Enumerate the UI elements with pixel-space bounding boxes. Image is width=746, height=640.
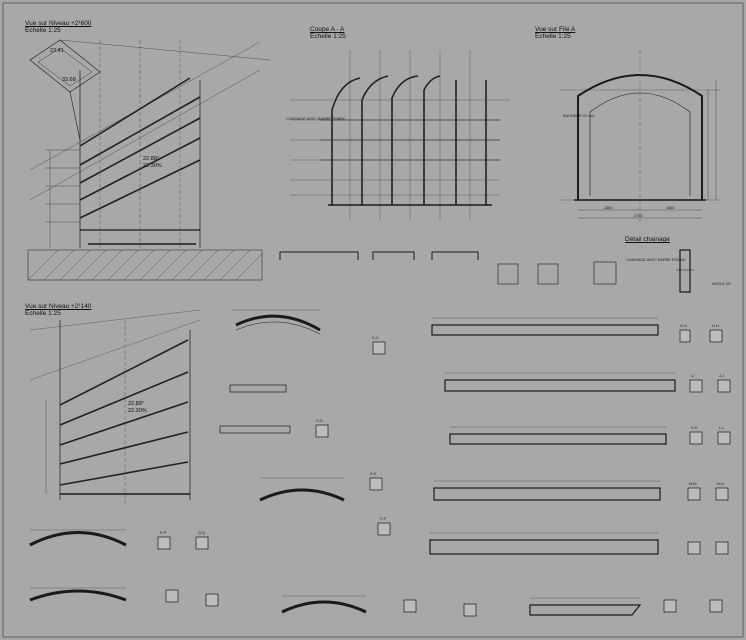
- small-section-details: [157, 329, 731, 617]
- section-scale: Echelle 1:25: [310, 33, 346, 41]
- front-title-block: Vue sur File A Echelle 1:25: [535, 26, 575, 40]
- section-marker: E-E: [370, 472, 377, 476]
- section-marker: N-N: [717, 482, 724, 486]
- detail-row-stirrups: [279, 249, 694, 293]
- plan-top-title: Vue sur Niveau +2¹600: [25, 20, 92, 27]
- plan-top-dim-a: 23.41: [50, 48, 64, 54]
- section-marker: H-H: [712, 324, 719, 328]
- front-dim-total: 3760: [634, 214, 643, 218]
- detail-title-block: Détail chainage: [625, 236, 670, 243]
- section-marker: F-F: [380, 517, 386, 521]
- straight-bars: [219, 324, 676, 616]
- front-scale: Echelle 1:25: [535, 33, 571, 41]
- plan-bottom-slope-pct: 22.30%: [128, 408, 147, 414]
- detail-title: Détail chainage: [625, 236, 670, 243]
- plan-bottom-scale: Echelle 1:25: [25, 310, 61, 318]
- plan-top-slope-deg: 22.88°: [143, 156, 159, 162]
- section-view-aa: [290, 50, 510, 220]
- front-view-file-a: [560, 50, 720, 225]
- plan-top-dim-b: 33.68: [62, 77, 76, 83]
- detail-note2: ANGLE 20°: [712, 282, 732, 286]
- front-note: BAGNEUR 20 mm: [563, 114, 595, 118]
- front-title: Vue sur File A: [535, 26, 576, 33]
- plan-view-bottom: [29, 309, 201, 505]
- curved-pieces: [29, 314, 367, 614]
- plan-bottom-title: Vue sur Niveau +2¹140: [25, 303, 92, 310]
- section-marker: D-D: [316, 419, 323, 423]
- section-note: CHAINAGE AVEC BARRE RONDE: [286, 117, 346, 121]
- front-dim-right: 1880: [666, 206, 675, 210]
- section-marker: M-M: [689, 482, 697, 486]
- detail-note: CHAINAGE AVEC BARRE RONDE: [626, 258, 686, 262]
- plan-bottom-slope-deg: 22.88°: [128, 401, 144, 407]
- section-marker: I-I: [691, 374, 695, 378]
- section-marker: G-G: [680, 324, 688, 328]
- section-marker: C-C: [372, 336, 379, 340]
- plan-top-slope-pct: 22.30%: [143, 163, 162, 169]
- section-title: Coupe A - A: [310, 26, 345, 33]
- section-marker: L-L: [719, 426, 725, 430]
- section-marker: J-J: [719, 374, 725, 378]
- plan-top-scale: Echelle 1:25: [25, 27, 61, 35]
- plan-bottom-title-block: Vue sur Niveau +2¹140 Echelle 1:25: [25, 303, 91, 317]
- section-marker: K-K: [691, 426, 698, 430]
- plan-view-top: [27, 39, 271, 281]
- section-marker: P-P: [160, 531, 167, 535]
- plan-top-title-block: Vue sur Niveau +2¹600 Echelle 1:25: [25, 20, 91, 34]
- dimension-lines: [30, 309, 675, 599]
- section-marker: Q-Q: [198, 531, 206, 535]
- section-title-block: Coupe A - A Echelle 1:25: [310, 26, 346, 40]
- front-dim-left: 1880: [604, 206, 613, 210]
